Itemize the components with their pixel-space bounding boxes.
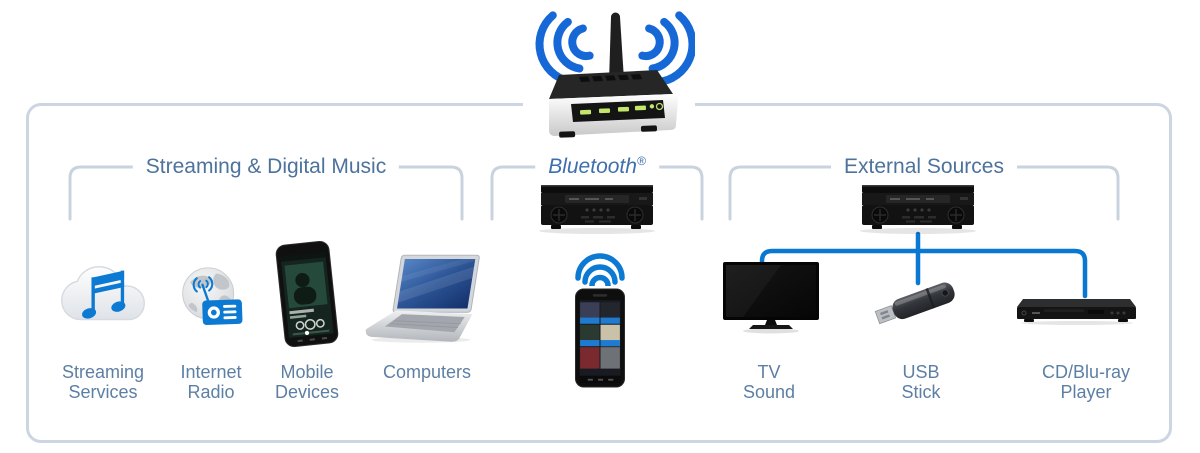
- laptop-icon: [365, 254, 480, 343]
- cloud-music-icon: [60, 266, 146, 321]
- section-title-external: External Sources: [831, 154, 1017, 179]
- label-streaming-services: Streaming Services: [61, 362, 145, 402]
- section-title-bluetooth: Bluetooth®: [535, 154, 659, 179]
- label-tv-sound: TV Sound: [742, 362, 796, 402]
- smartphone-music-icon: [275, 240, 339, 348]
- internet-radio-icon: [182, 267, 243, 326]
- av-receiver-icon: [860, 185, 976, 234]
- wireless-waves-icon: [575, 253, 625, 286]
- label-usb-stick: USB Stick: [901, 362, 941, 402]
- label-mobile-devices: Mobile Devices: [274, 362, 340, 402]
- usb-stick-icon: [874, 282, 955, 325]
- tv-icon: [723, 262, 819, 334]
- label-computers: Computers: [382, 362, 472, 382]
- label-internet-radio: Internet Radio: [180, 362, 242, 402]
- section-title-streaming: Streaming & Digital Music: [132, 154, 400, 179]
- section-external-bracket: External Sources: [728, 154, 1120, 221]
- cd-bluray-player-icon: [1017, 299, 1136, 325]
- wifi-router-icon: [523, 0, 695, 140]
- av-receiver-icon: [539, 185, 655, 234]
- section-streaming-bracket: Streaming & Digital Music: [68, 154, 464, 221]
- label-cd-bluray-player: CD/Blu-ray Player: [1041, 362, 1131, 402]
- smartphone-albums-icon: [575, 288, 625, 388]
- section-bluetooth-bracket: Bluetooth®: [490, 154, 704, 221]
